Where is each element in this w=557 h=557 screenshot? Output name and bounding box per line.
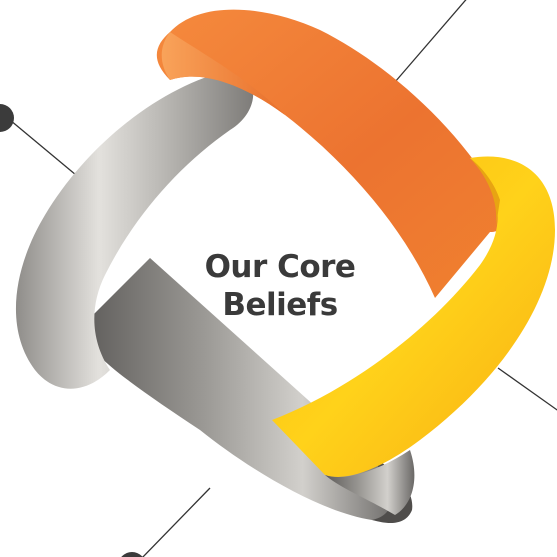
connector-line-right [497, 367, 557, 411]
connector-line-top-right [394, 0, 467, 83]
ring-band-yellow-icon [272, 156, 555, 477]
center-title-line-2: Beliefs [222, 287, 338, 323]
center-title: Our Core Beliefs [190, 248, 370, 324]
ring-band-silver-lower [325, 450, 415, 515]
connector-line-bottom-left [142, 487, 211, 557]
ring-band-silver-icon [15, 69, 254, 389]
ring-band-orange-inner [161, 32, 285, 115]
connector-node-bottom [121, 552, 143, 557]
connector-node-left [0, 104, 14, 132]
ring-band-yellow-shade [470, 158, 500, 232]
center-title-line-1: Our Core [204, 249, 356, 285]
